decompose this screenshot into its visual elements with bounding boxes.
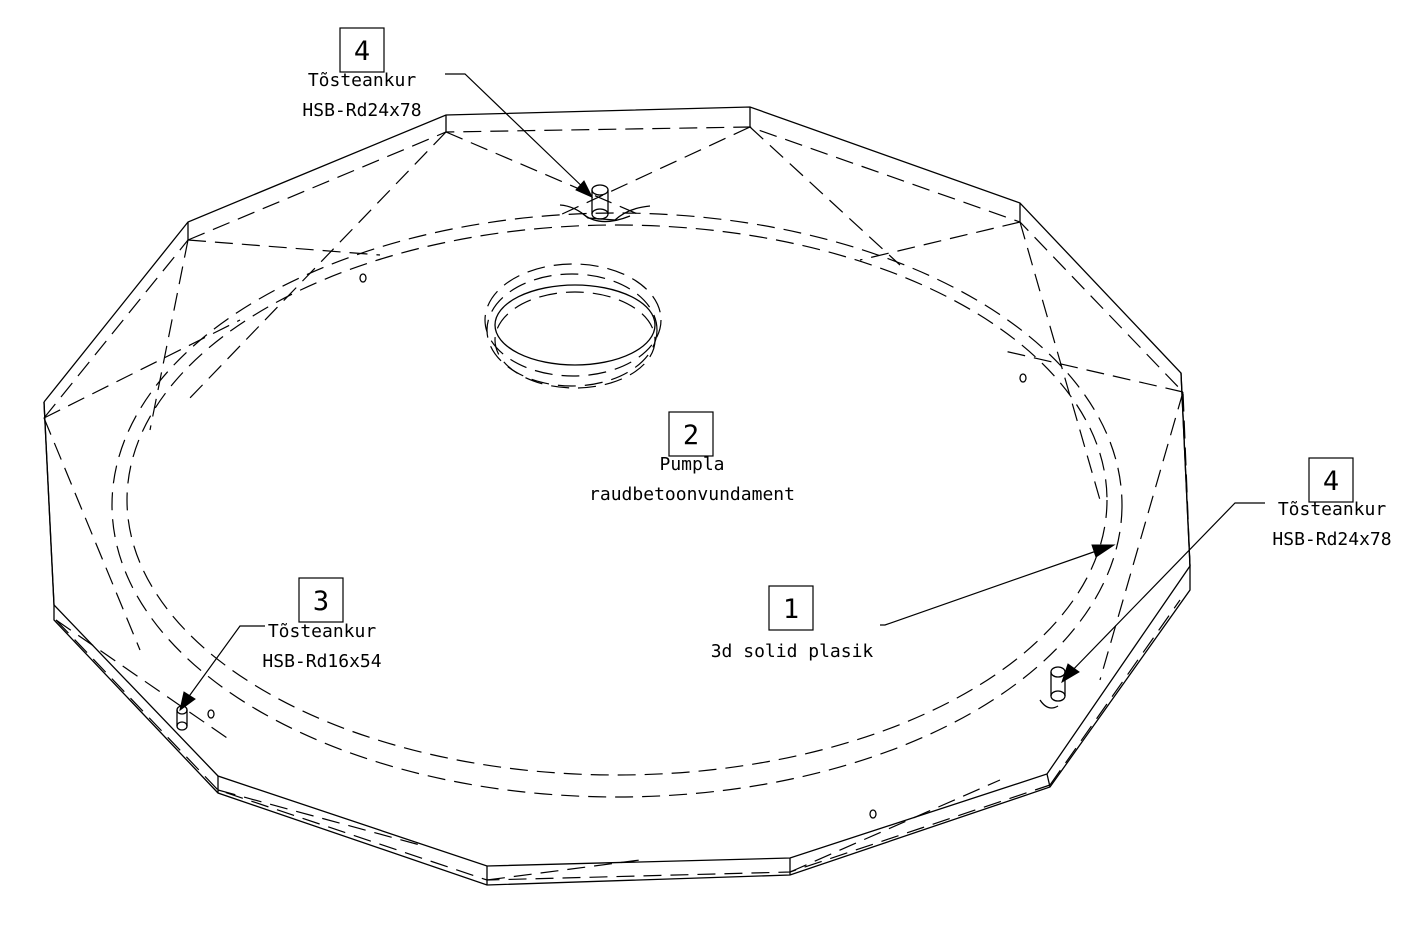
callout-label: Tõsteankur: [1278, 499, 1387, 520]
callout-number-box: [1308, 457, 1354, 503]
callout-description: 3d solid plasik: [711, 641, 874, 662]
leader-lines: [179, 73, 1265, 712]
callout-description: raudbetoonvundament: [589, 484, 795, 505]
arrow-anchor-top: [575, 180, 594, 199]
arrow-anchor-right: [1061, 663, 1080, 684]
callout-number: 4: [1323, 466, 1339, 497]
slab-hidden-lines: [43, 126, 1191, 881]
callout-anchor-small: 3 Tõsteankur HSB-Rd16x54: [262, 577, 382, 672]
callout-number: 2: [683, 420, 699, 451]
callout-number-box: [339, 27, 385, 73]
callout-plastic: 1 3d solid plasik: [711, 585, 874, 662]
lifting-anchor-right: [1039, 666, 1066, 709]
callout-label: Tõsteankur: [308, 70, 417, 91]
leader-anchor-top: [445, 73, 591, 195]
callout-spec: HSB-Rd24x78: [1272, 529, 1391, 550]
callout-number: 4: [354, 36, 370, 67]
callout-number-box: [768, 585, 814, 631]
callout-number-box: [668, 411, 714, 457]
lifting-anchor-small: [176, 705, 188, 731]
lifting-anchor-top: [591, 184, 609, 220]
slab-bottom-outline: [53, 566, 1191, 886]
leader-plastic: [880, 547, 1106, 626]
leader-anchor-right: [1064, 502, 1265, 679]
callout-anchor-top: 4 Tõsteankur HSB-Rd24x78: [302, 27, 422, 121]
callout-spec: HSB-Rd24x78: [302, 100, 421, 121]
arrow-plastic: [1091, 544, 1116, 558]
callout-foundation: 2 Pumpla raudbetoonvundament: [589, 411, 795, 505]
center-opening: [484, 263, 662, 389]
callout-spec: HSB-Rd16x54: [262, 651, 381, 672]
callout-anchor-right: 4 Tõsteankur HSB-Rd24x78: [1272, 457, 1392, 550]
callout-label: Pumpla: [659, 454, 724, 475]
insert-holes: [207, 273, 1027, 819]
callout-number: 3: [313, 586, 329, 617]
callout-number-box: [298, 577, 344, 623]
callout-label: Tõsteankur: [268, 621, 377, 642]
leader-anchor-small: [181, 625, 265, 707]
arrow-anchor-small: [179, 691, 196, 712]
callout-number: 1: [783, 594, 799, 625]
